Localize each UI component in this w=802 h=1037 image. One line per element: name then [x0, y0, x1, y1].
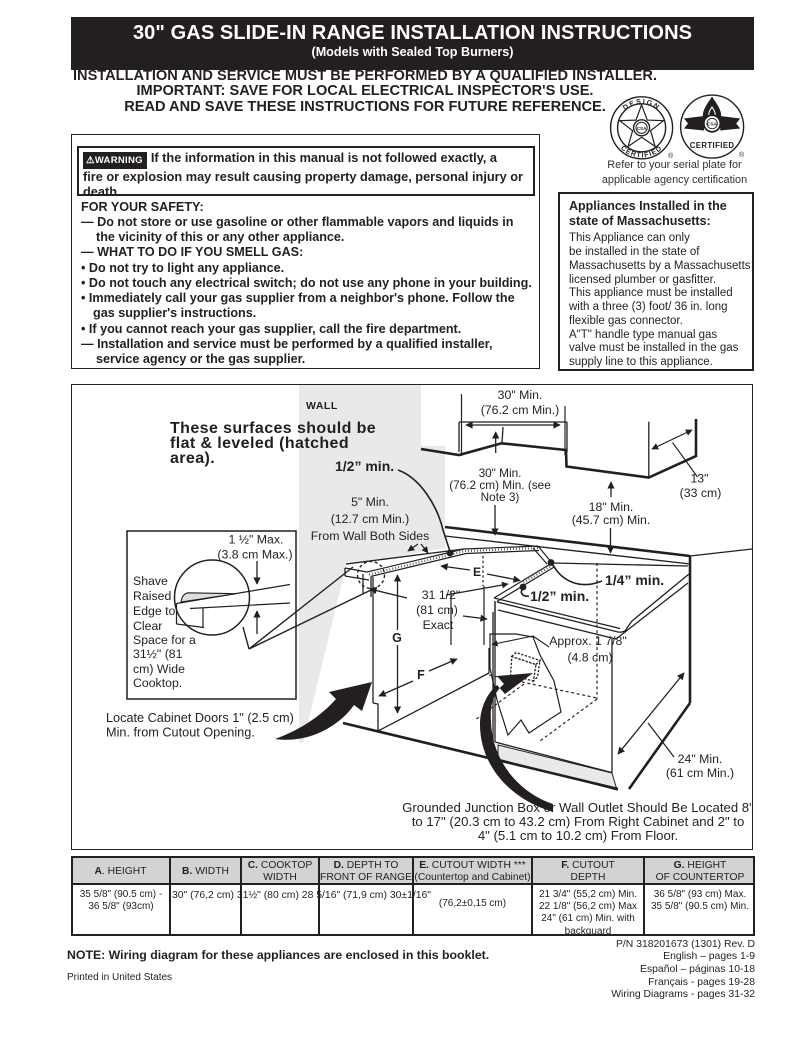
- svg-text:CSA: CSA: [637, 126, 647, 131]
- svg-text:From Wall Both Sides: From Wall Both Sides: [310, 529, 428, 543]
- svg-text:Min. from Cutout Opening.: Min. from Cutout Opening.: [106, 725, 255, 739]
- svg-text:G: G: [392, 631, 402, 645]
- svg-text:Locate Cabinet Doors 1" (2.5 c: Locate Cabinet Doors 1" (2.5 cm): [106, 711, 294, 725]
- svg-text:31 1/2": 31 1/2": [421, 588, 460, 602]
- svg-text:Space for a: Space for a: [133, 633, 196, 647]
- svg-text:13": 13": [690, 471, 708, 485]
- svg-text:Shave: Shave: [133, 574, 168, 588]
- svg-text:WALL: WALL: [306, 400, 338, 412]
- svg-text:24" Min.: 24" Min.: [677, 752, 722, 766]
- svg-text:31½" (81: 31½" (81: [133, 647, 183, 661]
- svg-text:Edge to: Edge to: [133, 604, 176, 618]
- svg-text:(33 cm): (33 cm): [679, 486, 721, 500]
- svg-text:E: E: [472, 565, 480, 579]
- svg-text:CSA: CSA: [707, 122, 717, 127]
- svg-text:Raised: Raised: [133, 589, 171, 603]
- svg-text:Clear: Clear: [133, 619, 162, 633]
- svg-text:(12.7 cm Min.): (12.7 cm Min.): [330, 512, 409, 526]
- svg-text:(61 cm Min.): (61 cm Min.): [665, 766, 733, 780]
- svg-text:(4.8 cm): (4.8 cm): [567, 650, 612, 664]
- svg-text:18" Min.: 18" Min.: [588, 500, 633, 514]
- svg-text:F: F: [417, 668, 425, 682]
- svg-text:Note 3): Note 3): [480, 490, 519, 504]
- svg-text:(76.2 cm Min.): (76.2 cm Min.): [480, 403, 559, 417]
- svg-text:30" Min.: 30" Min.: [497, 388, 542, 402]
- svg-text:®: ®: [668, 152, 674, 160]
- svg-text:Grounded Junction Box or Wall: Grounded Junction Box or Wall Outlet Sho…: [402, 800, 753, 815]
- svg-text:Cooktop.: Cooktop.: [133, 676, 182, 690]
- svg-text:(76.2 cm) Min. (see: (76.2 cm) Min. (see: [449, 478, 551, 492]
- svg-text:These surfaces should be: These surfaces should be: [170, 420, 376, 437]
- svg-text:4" (5.1 cm to 10.2 cm) From Fl: 4" (5.1 cm to 10.2 cm) From Floor.: [477, 828, 677, 843]
- svg-text:1/2” min.: 1/2” min.: [530, 588, 589, 604]
- svg-text:5" Min.: 5" Min.: [351, 495, 389, 509]
- svg-text:1/2” min.: 1/2” min.: [335, 458, 394, 474]
- svg-text:(3.8 cm Max.): (3.8 cm Max.): [217, 547, 292, 561]
- svg-text:to 17" (20.3 cm to 43.2 cm) Fr: to 17" (20.3 cm to 43.2 cm) From Right C…: [411, 814, 744, 829]
- svg-text:area).: area).: [170, 450, 215, 467]
- svg-text:1/4” min.: 1/4” min.: [605, 572, 664, 588]
- svg-text:®: ®: [739, 151, 745, 159]
- svg-text:(81 cm): (81 cm): [416, 603, 458, 617]
- svg-text:1 ½" Max.: 1 ½" Max.: [228, 532, 283, 546]
- svg-text:CERTIFIED: CERTIFIED: [690, 141, 735, 150]
- svg-text:Approx. 1 7/8": Approx. 1 7/8": [549, 634, 627, 648]
- svg-text:30" Min.: 30" Min.: [478, 466, 521, 480]
- svg-text:cm) Wide: cm) Wide: [133, 662, 185, 676]
- svg-text:(45.7 cm) Min.: (45.7 cm) Min.: [571, 513, 650, 527]
- svg-text:Exact: Exact: [422, 618, 453, 632]
- svg-text:flat & leveled (hatched: flat & leveled (hatched: [170, 435, 349, 452]
